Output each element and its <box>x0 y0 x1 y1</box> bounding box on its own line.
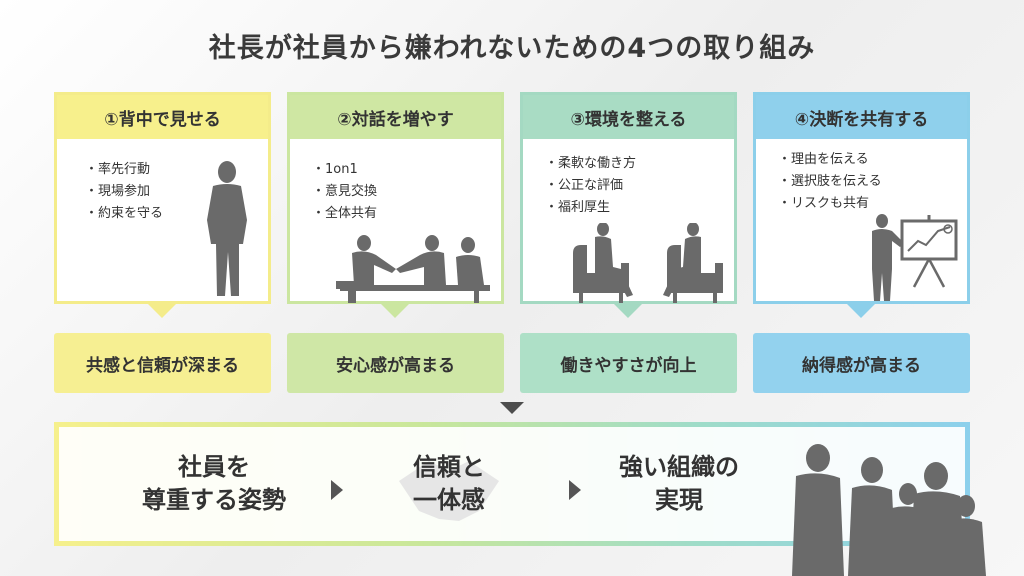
banner-step-trust: 信頼と 一体感 <box>359 451 539 517</box>
list-item: 率先行動 <box>85 159 163 181</box>
banner-step-strong-org: 強い組織の 実現 <box>589 451 769 517</box>
card-improve-environment: ③環境を整える 柔軟な働き方 公正な評価 福利厚生 <box>520 92 737 304</box>
banner-line: 信頼と <box>413 453 485 481</box>
list-item: 意見交換 <box>312 181 377 203</box>
list-item: 選択肢を伝える <box>778 171 882 193</box>
banner-line: 社員を <box>178 453 250 481</box>
list-item: 福利厚生 <box>545 197 636 219</box>
presentation-board-icon <box>872 214 958 301</box>
card-heading: ③環境を整える <box>523 95 734 139</box>
armchair-conversation-icon <box>573 223 723 303</box>
banner-line: 実現 <box>655 486 703 514</box>
card-heading: ①背中で見せる <box>57 95 268 139</box>
chevron-right-icon <box>331 480 343 500</box>
list-item: 柔軟な働き方 <box>545 153 636 175</box>
card-item-list: 柔軟な働き方 公正な評価 福利厚生 <box>545 153 636 219</box>
card-pointer <box>381 304 409 318</box>
list-item: 1on1 <box>312 159 377 181</box>
card-item-list: 1on1 意見交換 全体共有 <box>312 159 377 225</box>
list-item: 公正な評価 <box>545 175 636 197</box>
result-box: 納得感が高まる <box>753 333 970 393</box>
list-item: 理由を伝える <box>778 149 882 171</box>
banner-line: 一体感 <box>413 486 485 514</box>
handshake-meeting-icon <box>336 235 490 303</box>
result-box: 働きやすさが向上 <box>520 333 737 393</box>
banner-line: 尊重する姿勢 <box>142 486 286 514</box>
card-item-list: 率先行動 現場参加 約束を守る <box>85 159 163 225</box>
card-increase-dialogue: ②対話を増やす 1on1 意見交換 全体共有 <box>287 92 504 304</box>
handshake-watermark-icon <box>399 461 499 521</box>
result-box: 安心感が高まる <box>287 333 504 393</box>
chevron-right-icon <box>569 480 581 500</box>
standing-person-icon <box>207 161 247 296</box>
list-item: 約束を守る <box>85 203 163 225</box>
card-lead-by-example: ①背中で見せる 率先行動 現場参加 約束を守る <box>54 92 271 304</box>
banner-step-respect: 社員を 尊重する姿勢 <box>119 451 309 517</box>
card-pointer <box>148 304 176 318</box>
card-pointer <box>614 304 642 318</box>
down-arrow-icon <box>500 402 524 414</box>
card-pointer <box>847 304 875 318</box>
card-item-list: 理由を伝える 選択肢を伝える リスクも共有 <box>778 149 882 215</box>
card-heading: ④決断を共有する <box>756 95 967 139</box>
banner-line: 強い組織の <box>619 453 739 481</box>
card-share-decisions: ④決断を共有する 理由を伝える 選択肢を伝える リスクも共有 <box>753 92 970 304</box>
business-team-icon <box>792 444 986 576</box>
list-item: 全体共有 <box>312 203 377 225</box>
page-title: 社長が社員から嫌われないための4つの取り組み <box>208 33 816 64</box>
list-item: リスクも共有 <box>778 193 882 215</box>
card-heading: ②対話を増やす <box>290 95 501 139</box>
result-box: 共感と信頼が深まる <box>54 333 271 393</box>
list-item: 現場参加 <box>85 181 163 203</box>
